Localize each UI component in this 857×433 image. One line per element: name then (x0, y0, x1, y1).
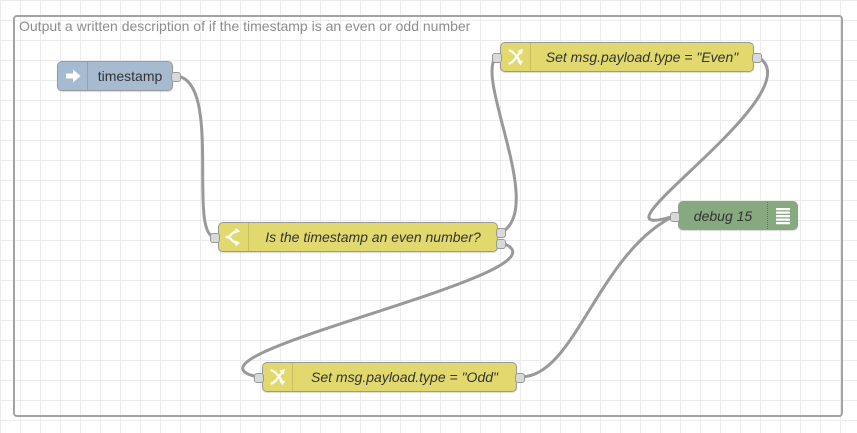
group-box[interactable]: Output a written description of if the t… (13, 15, 843, 417)
debug-list-icon (775, 207, 790, 224)
input-port[interactable] (254, 373, 264, 383)
wire-change-odd-to-debug[interactable] (519, 214, 676, 379)
debug-icon-region (767, 202, 797, 229)
input-port[interactable] (210, 233, 220, 243)
wire-timestamp-to-switch[interactable] (175, 74, 216, 239)
node-switch[interactable]: Is the timestamp an even number? (210, 222, 506, 252)
node-label: Set msg.payload.type = "Even" (545, 49, 739, 65)
node-label: debug 15 (693, 207, 753, 224)
inject-arrow-icon (65, 69, 80, 83)
change-swap-icon (507, 49, 523, 66)
change-icon-region (501, 43, 531, 71)
output-port-1[interactable] (496, 228, 506, 238)
inject-icon-region (58, 62, 88, 90)
wire-change-even-to-debug[interactable] (647, 55, 769, 222)
node-label: Set msg.payload.type = "Odd" (311, 369, 498, 385)
wire-switch-output2-to-change-odd[interactable] (241, 241, 515, 379)
change-icon-region (263, 363, 293, 391)
node-change-even[interactable]: Set msg.payload.type = "Even" (492, 42, 762, 72)
output-port-2[interactable] (496, 239, 506, 249)
node-inject-timestamp[interactable]: timestamp (35, 61, 181, 91)
change-swap-icon (269, 369, 285, 386)
wire-switch-output1-to-change-even[interactable] (490, 55, 518, 234)
node-debug[interactable]: debug 15 (670, 201, 823, 230)
node-change-odd[interactable]: Set msg.payload.type = "Odd" (254, 362, 525, 392)
output-port[interactable] (515, 373, 525, 383)
output-port[interactable] (171, 72, 181, 82)
switch-fork-icon (224, 227, 240, 247)
group-label: Output a written description of if the t… (19, 18, 471, 34)
output-port[interactable] (752, 53, 762, 63)
node-label: Is the timestamp an even number? (265, 229, 481, 245)
input-port[interactable] (492, 53, 502, 63)
node-label: timestamp (97, 68, 163, 84)
switch-icon-region (219, 223, 249, 251)
input-port[interactable] (670, 212, 680, 222)
